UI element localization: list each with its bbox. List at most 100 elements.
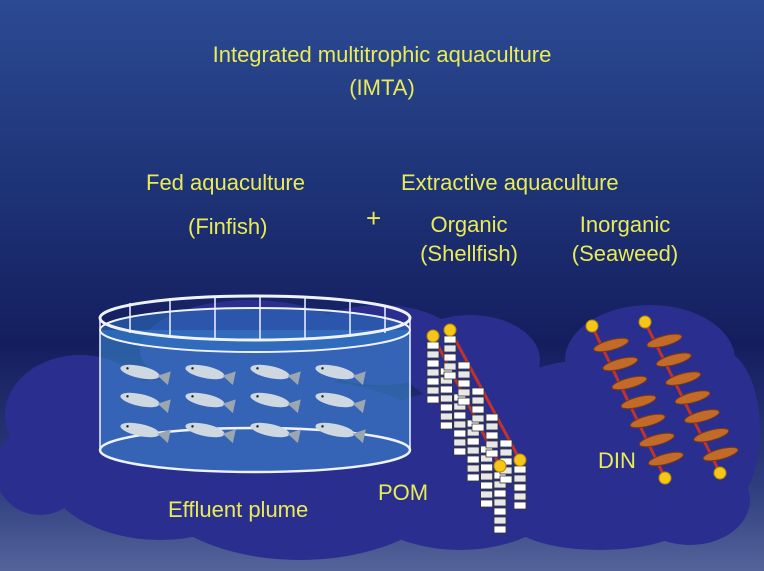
shellfish-icon — [471, 405, 485, 414]
seaweed-icon — [611, 375, 648, 391]
shellfish-longlines — [426, 323, 527, 534]
fish-icon — [315, 422, 366, 444]
fish-icon — [250, 392, 301, 414]
shellfish-icon — [439, 385, 453, 394]
shellfish-icon — [480, 463, 494, 472]
shellfish-icon — [443, 344, 457, 353]
fish-icon — [120, 422, 171, 444]
shellfish-icon — [426, 341, 440, 350]
fish-icon — [315, 392, 366, 414]
shellfish-icon — [493, 525, 507, 534]
shellfish-icon — [426, 386, 440, 395]
seaweed-label: (Seaweed) — [571, 241, 679, 266]
effluent-plume-label: Effluent plume — [168, 497, 309, 522]
title-line2: (IMTA) — [349, 75, 415, 100]
shellfish-icon — [443, 353, 457, 362]
shellfish-icon — [471, 414, 485, 423]
shellfish-icon — [453, 447, 467, 456]
fish-icon — [185, 422, 236, 444]
shellfish-icon — [439, 421, 453, 430]
shellfish-icon — [457, 379, 471, 388]
buoy-icon — [443, 323, 457, 337]
shellfish-icon — [439, 412, 453, 421]
buoy-icon — [513, 453, 527, 467]
buoy-icon — [426, 329, 440, 343]
shellfish-strings — [426, 335, 527, 534]
shellfish-icon — [457, 361, 471, 370]
shellfish-icon — [426, 359, 440, 368]
shellfish-icon — [457, 397, 471, 406]
seaweed-icon — [665, 371, 702, 386]
fish-icon — [250, 422, 301, 444]
shellfish-icon — [453, 420, 467, 429]
shellfish-icon — [493, 498, 507, 507]
plus-sign: + — [366, 203, 382, 233]
seaweed-icon — [629, 413, 666, 429]
shellfish-icon — [513, 501, 527, 510]
seaweed-blades — [593, 333, 739, 467]
buoy-icon — [493, 459, 507, 473]
shellfish-icon — [513, 465, 527, 474]
shellfish-icon — [443, 335, 457, 344]
fish-icon — [120, 364, 171, 386]
title-line1: Integrated multitrophic aquaculture — [212, 42, 552, 67]
shellfish-icon — [499, 448, 513, 457]
shellfish-icon — [466, 455, 480, 464]
shellfish-icon — [493, 507, 507, 516]
fish-icon — [120, 392, 171, 414]
shellfish-icon — [480, 481, 494, 490]
shellfish-icon — [499, 439, 513, 448]
shellfish-icon — [485, 431, 499, 440]
shellfish-icon — [466, 473, 480, 482]
finfish-group — [120, 364, 366, 444]
shellfish-icon — [493, 516, 507, 525]
seaweed-icon — [602, 356, 639, 372]
shellfish-icon — [426, 350, 440, 359]
inorganic-label: Inorganic — [579, 212, 671, 237]
buoy-icon — [658, 471, 672, 485]
fish-icon — [315, 364, 366, 386]
seaweed-icon — [620, 394, 657, 410]
fish-icon — [185, 364, 236, 386]
shellfish-icon — [439, 403, 453, 412]
pom-label: POM — [378, 480, 429, 505]
shellfish-label: (Shellfish) — [420, 241, 518, 266]
shellfish-icon — [480, 499, 494, 508]
shellfish-icon — [453, 438, 467, 447]
finfish-label: (Finfish) — [188, 214, 268, 239]
shellfish-icon — [485, 422, 499, 431]
shellfish-icon — [499, 475, 513, 484]
shellfish-icon — [453, 429, 467, 438]
shellfish-icon — [457, 370, 471, 379]
shellfish-icon — [471, 396, 485, 405]
shellfish-icon — [471, 423, 485, 432]
shellfish-icon — [457, 388, 471, 397]
shellfish-icon — [485, 440, 499, 449]
shellfish-icon — [443, 362, 457, 371]
shellfish-icon — [471, 387, 485, 396]
seaweed-longlines — [585, 315, 739, 485]
din-label: DIN — [598, 448, 636, 473]
shellfish-icon — [453, 411, 467, 420]
shellfish-icon — [480, 472, 494, 481]
fed-aquaculture-label: Fed aquaculture — [146, 170, 305, 195]
shellfish-icon — [466, 437, 480, 446]
seaweed-icon — [646, 333, 683, 349]
shellfish-icon — [426, 395, 440, 404]
shellfish-icon — [513, 492, 527, 501]
organic-label: Organic — [430, 212, 508, 237]
shellfish-icon — [439, 394, 453, 403]
finfish-cage — [98, 294, 412, 474]
buoy-icon — [585, 319, 599, 333]
shellfish-icon — [513, 474, 527, 483]
shellfish-icon — [485, 413, 499, 422]
shellfish-icon — [493, 489, 507, 498]
shellfish-icon — [480, 490, 494, 499]
seaweed-icon — [683, 409, 720, 424]
shellfish-icon — [466, 464, 480, 473]
seaweed-icon — [638, 432, 675, 448]
shellfish-icon — [513, 483, 527, 492]
longline-rope — [448, 329, 522, 461]
shellfish-icon — [466, 446, 480, 455]
